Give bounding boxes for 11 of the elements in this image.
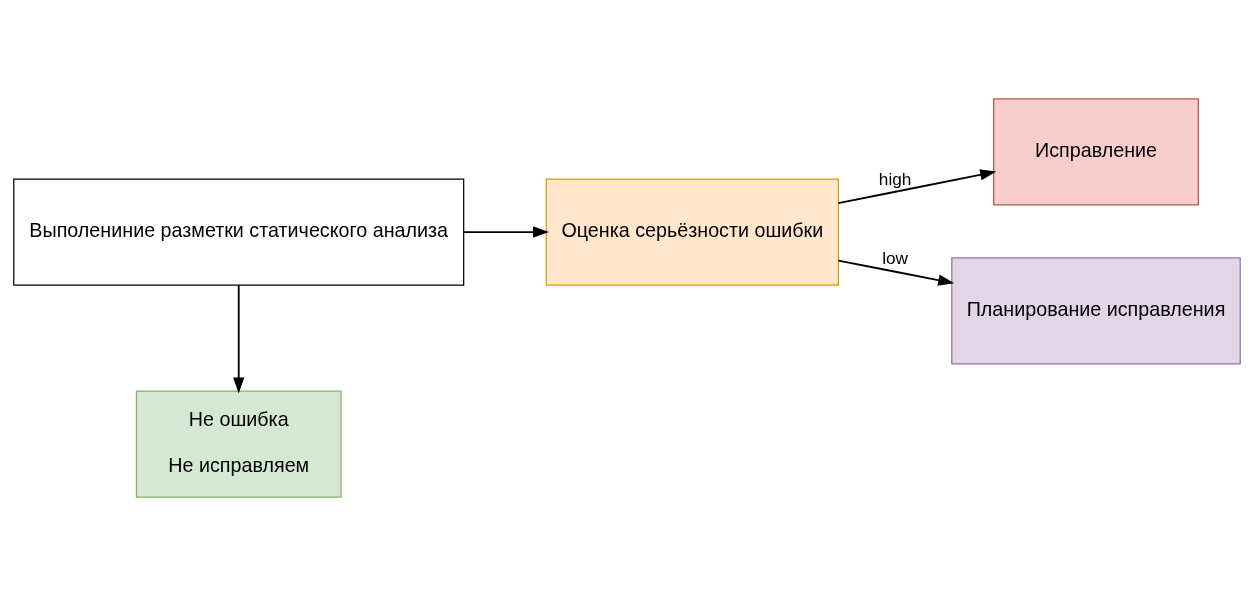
arrow (462, 226, 550, 238)
node-box: Оценка серьёзности ошибки (545, 178, 839, 286)
node-box: Планирование исправления (951, 257, 1241, 365)
arrow (837, 169, 997, 205)
edge-label: low (882, 248, 909, 269)
arrow (233, 284, 245, 394)
node-box: Выполениние разметки статического анализа (13, 178, 465, 286)
arrow (837, 259, 955, 286)
edge-label: high (878, 169, 912, 190)
node-box: Исправление (993, 98, 1199, 206)
node-box: Не ошибка Не исправляем (135, 390, 342, 498)
